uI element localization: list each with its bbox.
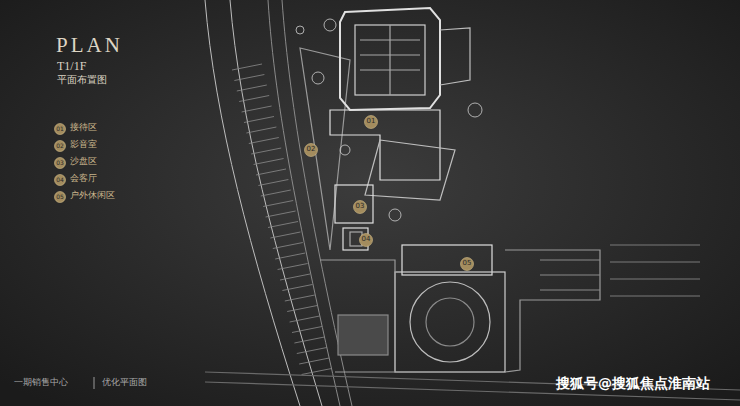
callout-number: 01 bbox=[367, 118, 376, 126]
watermark: 搜狐号@搜狐焦点淮南站 bbox=[556, 376, 710, 391]
callout-number: 04 bbox=[56, 177, 64, 184]
plan-title: PLAN bbox=[56, 34, 123, 57]
zone-name: 户外休闲区 bbox=[70, 191, 115, 201]
plan-subtitle: 平面布置图 bbox=[57, 74, 107, 85]
callout-number: 03 bbox=[356, 203, 365, 211]
zone-name: 影音室 bbox=[70, 140, 97, 150]
zone-name: 会客厅 bbox=[70, 174, 97, 184]
plan-name: 优化平面图 bbox=[102, 378, 147, 388]
callout-number: 05 bbox=[56, 194, 64, 201]
zone-name: 接待区 bbox=[70, 123, 97, 133]
callout-number: 02 bbox=[56, 143, 64, 150]
callout-number: 03 bbox=[56, 160, 64, 167]
floor-code: T1/1F bbox=[57, 60, 86, 73]
zone-name: 沙盘区 bbox=[70, 157, 97, 167]
callout-number: 05 bbox=[463, 260, 472, 268]
project-name: 一期销售中心 bbox=[14, 378, 68, 388]
callout-number: 02 bbox=[307, 146, 316, 154]
callout-number: 01 bbox=[56, 126, 64, 133]
callout-number: 04 bbox=[362, 236, 371, 244]
